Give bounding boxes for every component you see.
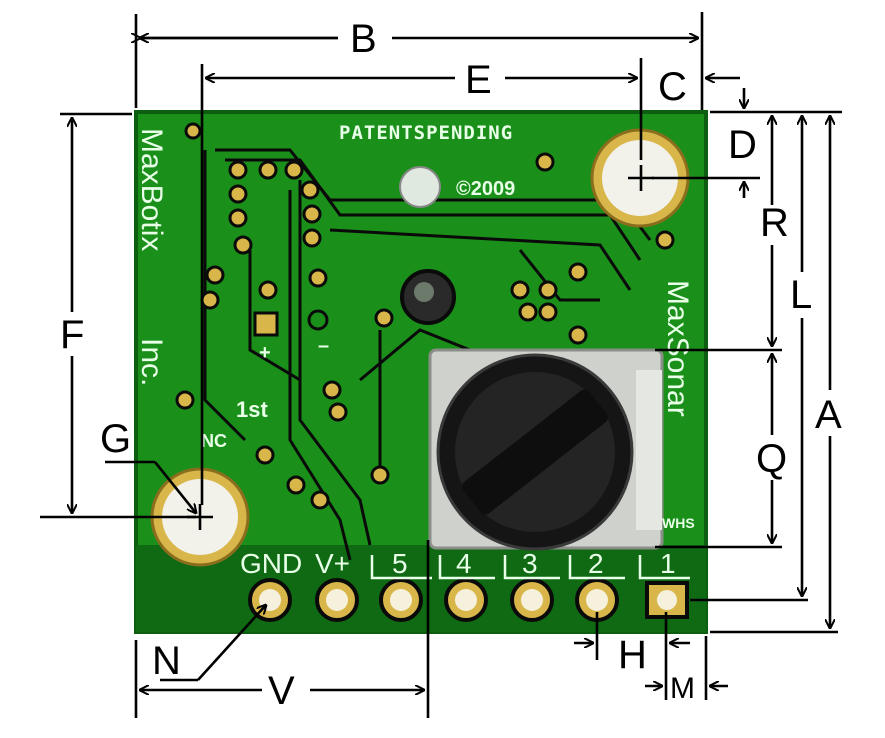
brand-suffix-text: Inc. xyxy=(135,338,168,386)
pin-label-5: 5 xyxy=(392,548,408,579)
pin-label-vplus: V+ xyxy=(315,548,350,579)
dim-label-f: F xyxy=(60,313,84,357)
brand-vertical-text: MaxBotix xyxy=(135,128,168,251)
potentiometer xyxy=(428,348,664,551)
led-component xyxy=(399,166,441,208)
dim-label-e: E xyxy=(465,58,492,102)
copyright-text: ©2009 xyxy=(456,178,515,200)
via-holes xyxy=(175,122,675,510)
patent-text: PATENTSPENDING xyxy=(339,122,513,144)
dim-label-r: R xyxy=(760,201,789,245)
nc-label: NC xyxy=(201,431,227,451)
dim-label-b: B xyxy=(350,17,377,61)
dim-label-g: G xyxy=(100,417,131,461)
dim-label-a: A xyxy=(815,393,842,437)
square-pad-plus xyxy=(253,311,279,337)
dim-label-d: D xyxy=(728,123,757,167)
whs-label: WHS xyxy=(662,515,695,531)
dimension-labels: B E C D R L A Q F G N V H M xyxy=(60,17,842,713)
dim-label-m: M xyxy=(670,672,695,705)
pin-label-2: 2 xyxy=(588,548,604,579)
pcb-board: PATENTSPENDING ©2009 MaxBotix Inc. MaxSo… xyxy=(134,110,708,634)
dim-label-c: C xyxy=(658,65,687,109)
pin-label-gnd: GND xyxy=(240,548,302,579)
pin-label-4: 4 xyxy=(456,548,472,579)
model-vertical-text: MaxSonar xyxy=(661,280,694,417)
pin-label-3: 3 xyxy=(522,548,538,579)
first-label: 1st xyxy=(236,397,268,422)
dim-label-l: L xyxy=(790,273,812,317)
dim-label-n: N xyxy=(152,639,181,683)
plus-label: + xyxy=(259,342,271,364)
dim-label-q: Q xyxy=(756,437,787,481)
pin-label-1: 1 xyxy=(660,548,676,579)
dimension-lines xyxy=(40,12,842,718)
dim-label-v: V xyxy=(268,669,295,713)
dim-label-h: H xyxy=(618,633,647,677)
minus-label: – xyxy=(318,335,329,357)
